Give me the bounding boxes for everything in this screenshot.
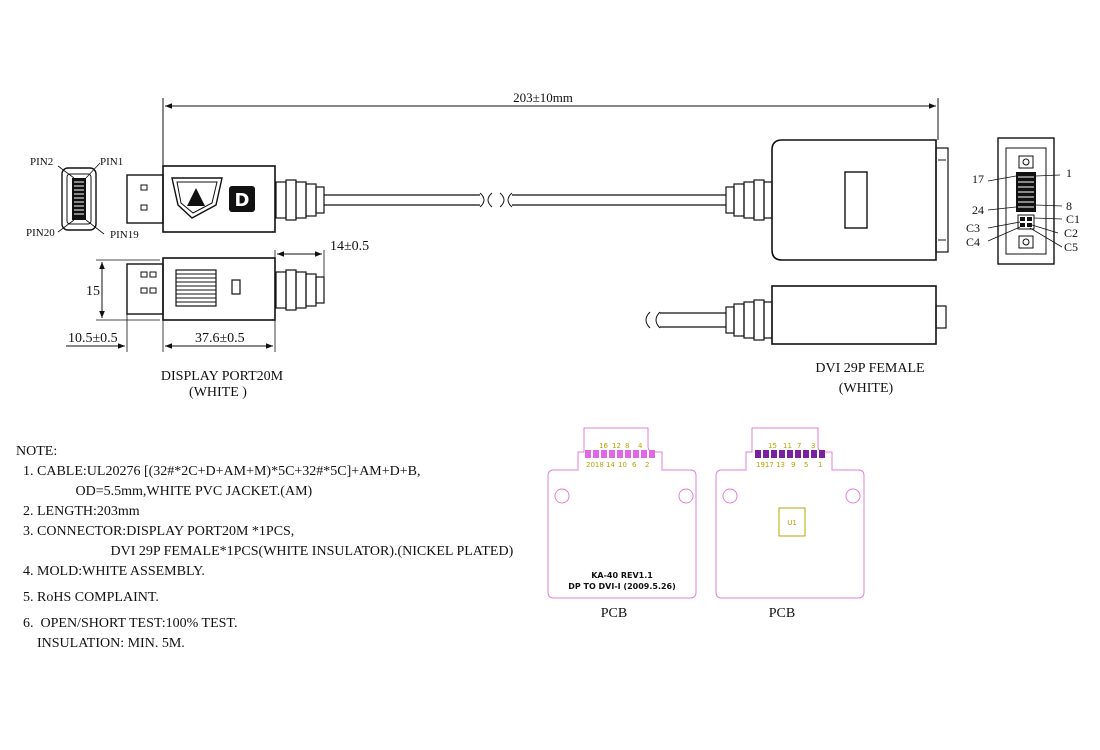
pcb-right-top-7: 7 <box>797 442 801 450</box>
note-6b: INSULATION: MIN. 5M. <box>16 636 185 651</box>
pcb-right-top-15: 15 <box>768 442 777 450</box>
note-3a: 3. CONNECTOR:DISPLAY PORT20M *1PCS, <box>16 524 295 539</box>
body-length-label: 37.6±0.5 <box>195 331 245 346</box>
note-1b: OD=5.5mm,WHITE PVC JACKET.(AM) <box>16 484 313 499</box>
pcb-right-top-11: 11 <box>783 442 792 450</box>
dvi-c5-label: C5 <box>1064 240 1078 254</box>
note-2: 2. LENGTH:203mm <box>16 504 140 519</box>
pcb-right-bot-1917: 1917 <box>756 461 774 469</box>
dvi-end-view: 1 17 8 24 C1 C2 C3 C4 C5 <box>966 137 1080 265</box>
dvi-pin24-label: 24 <box>972 203 984 217</box>
notes-block: NOTE: 1. CABLE:UL20276 [(32#*2C+D+AM+M)*… <box>16 442 576 654</box>
pcb-right: 15 11 7 3 1917 13 9 5 1 U1 PCB <box>715 427 865 621</box>
dp-caption-line2: (WHITE ) <box>189 385 247 400</box>
dp-end-view: PIN2 PIN1 PIN20 PIN19 <box>26 156 139 241</box>
pcb-left-bot-2018: 2018 <box>586 461 604 469</box>
pcb-right-bot-1: 1 <box>818 461 822 469</box>
note-6a: 6. OPEN/SHORT TEST:100% TEST. <box>16 616 238 631</box>
notes-title: NOTE: <box>16 444 58 459</box>
pin20-label: PIN20 <box>26 227 55 239</box>
pcb-left-label2: DP TO DVI-I (2009.5.26) <box>568 582 676 591</box>
pcb-left-bot-6: 6 <box>632 461 637 469</box>
dp-caption-line1: DISPLAY PORT20M <box>161 369 284 384</box>
dvi-c1-label: C1 <box>1066 212 1080 226</box>
pin1-label: PIN1 <box>100 156 123 168</box>
pcb-right-top-3: 3 <box>811 442 815 450</box>
dvi-c4-label: C4 <box>966 235 980 249</box>
note-4: 4. MOLD:WHITE ASSEMBLY. <box>16 564 205 579</box>
dvi-caption-line2: (WHITE) <box>839 381 894 396</box>
u1-label: U1 <box>787 519 797 527</box>
pcb-right-bot-5: 5 <box>804 461 808 469</box>
pcb-left-top-8: 8 <box>625 442 629 450</box>
dvi-pin1-label: 1 <box>1066 166 1072 180</box>
pin19-label: PIN19 <box>110 229 139 241</box>
strain-relief-label: 14±0.5 <box>330 239 369 254</box>
dvi-connector-top <box>725 139 949 261</box>
pin2-label: PIN2 <box>30 156 53 168</box>
note-1a: 1. CABLE:UL20276 [(32#*2C+D+AM+M)*5C+32#… <box>16 464 421 479</box>
note-5: 5. RoHS COMPLAINT. <box>16 590 159 605</box>
overall-length-label: 203±10mm <box>513 90 573 105</box>
dvi-pin17-label: 17 <box>972 172 984 186</box>
dvi-c3-label: C3 <box>966 221 980 235</box>
dvi-c2-label: C2 <box>1064 226 1078 240</box>
note-3b: DVI 29P FEMALE*1PCS(WHITE INSULATOR).(NI… <box>16 544 514 559</box>
dvi-pin8-label: 8 <box>1066 199 1072 213</box>
dp-connector-top: D <box>126 165 726 233</box>
pcb-right-caption: PCB <box>769 606 795 621</box>
pcb-left-bot-2: 2 <box>645 461 649 469</box>
dp-logo <box>229 186 255 212</box>
pcb-left-bot-14: 14 <box>606 461 615 469</box>
pcb-left-top-4: 4 <box>638 442 643 450</box>
dvi-caption-line1: DVI 29P FEMALE <box>815 361 924 376</box>
dp-height-label: 15 <box>86 284 100 299</box>
plug-length-label: 10.5±0.5 <box>68 331 118 346</box>
pcb-left-label1: KA-40 REV1.1 <box>591 571 653 580</box>
pcb-right-bot-13: 13 <box>776 461 785 469</box>
pcb-left-bot-10: 10 <box>618 461 627 469</box>
dvi-connector-side <box>645 285 947 345</box>
svg-text:D: D <box>235 190 250 211</box>
u1-chip <box>778 507 806 537</box>
pcb-left: 16 12 8 4 2018 14 10 6 2 KA-40 REV1.1 DP… <box>547 427 697 621</box>
dp-connector-side: 15 14±0.5 10.5±0.5 37.6±0.5 <box>66 239 369 352</box>
pcb-left-top-12: 12 <box>612 442 621 450</box>
pcb-left-caption: PCB <box>601 606 627 621</box>
pcb-left-top-16: 16 <box>599 442 608 450</box>
pcb-right-bot-9: 9 <box>791 461 795 469</box>
overall-length-dimension: 203±10mm <box>162 90 939 175</box>
